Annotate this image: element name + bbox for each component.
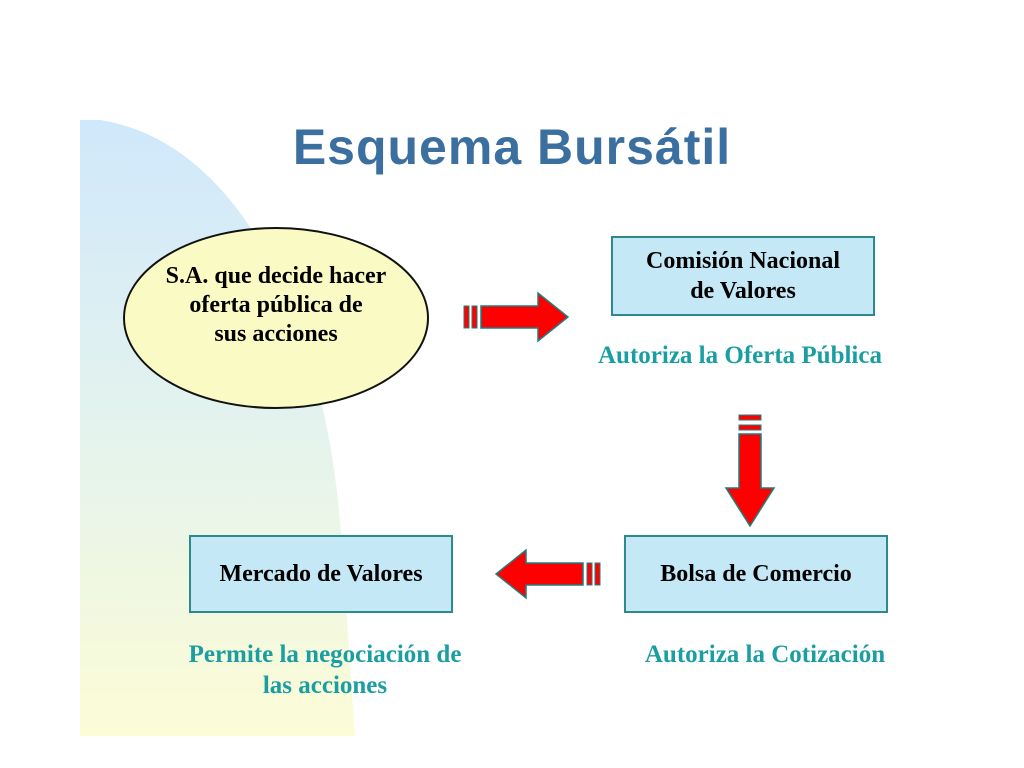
cnv-label-line2: de Valores — [690, 278, 796, 304]
company-label: S.A. que decide hacer oferta pública de … — [134, 262, 418, 348]
company-label-line2: oferta pública de — [189, 291, 363, 318]
bolsa-box: Bolsa de Comercio — [624, 535, 888, 613]
arrow-down-to-bolsa — [724, 414, 776, 528]
company-ellipse — [123, 227, 429, 409]
arrow-right-to-cnv — [463, 291, 570, 343]
bolsa-caption: Autoriza la Cotización — [644, 641, 886, 668]
arrow-left-to-mercado — [494, 548, 601, 600]
mercado-box: Mercado de Valores — [189, 535, 453, 613]
mercado-caption-line1: Permite la negociación de — [188, 641, 462, 668]
mercado-label: Mercado de Valores — [219, 561, 423, 587]
company-label-line1: S.A. que decide hacer — [165, 263, 387, 289]
cnv-box: Comisión Nacional de Valores — [611, 236, 875, 316]
bolsa-label: Bolsa de Comercio — [660, 561, 852, 587]
mercado-caption: Permite la negociación de las acciones — [140, 639, 510, 702]
cnv-label-line1: Comisión Nacional — [645, 248, 840, 274]
page-title: Esquema Bursátil — [292, 119, 732, 175]
company-label-line3: sus acciones — [214, 320, 338, 347]
cnv-caption: Autoriza la Oferta Pública — [598, 342, 882, 369]
mercado-caption-line2: las acciones — [262, 672, 388, 700]
